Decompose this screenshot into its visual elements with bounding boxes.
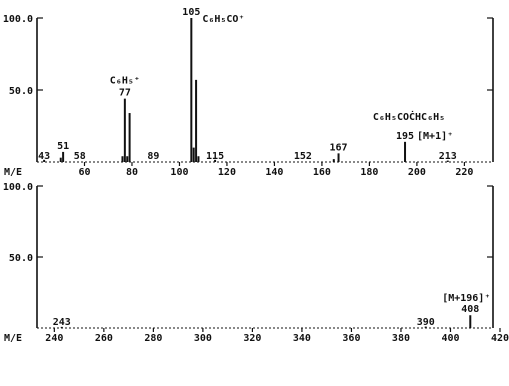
ion-annotation: C₆H₅CO⁺ <box>202 14 244 25</box>
axis-title: M/E <box>4 167 22 178</box>
mz-label: 51 <box>57 141 69 152</box>
ion-annotation: C₆H₅COĊHC₆H₅ <box>373 109 445 123</box>
mz-label: 77 <box>119 88 131 99</box>
x-tick-label: 160 <box>313 167 331 178</box>
y-tick-label: 100.0 <box>3 182 33 193</box>
x-tick-label: 180 <box>360 167 378 178</box>
ion-annotation: [M+196]⁺ <box>442 293 490 304</box>
x-tick-label: 240 <box>45 333 63 344</box>
x-tick-label: 400 <box>441 333 459 344</box>
y-tick-label: 50.0 <box>9 86 33 97</box>
mz-label: 89 <box>147 151 159 162</box>
ion-annotation: C₆H₅⁺ <box>110 76 140 87</box>
mz-label: 43 <box>38 151 50 162</box>
mz-label: 195 <box>396 131 414 142</box>
lower-spectrum-panel: 50.0 100.0 240 260 280 300 320 340 360 380 400 420 M… <box>3 182 509 344</box>
x-tick-label: 220 <box>455 167 473 178</box>
x-tick-label: 60 <box>78 167 90 178</box>
x-tick-label: 260 <box>95 333 113 344</box>
mz-label: 408 <box>461 304 479 315</box>
mz-label: 115 <box>206 151 224 162</box>
mz-label: 167 <box>330 142 348 153</box>
x-tick-label: 300 <box>194 333 212 344</box>
y-tick-label: 50.0 <box>9 253 33 264</box>
upper-spectrum-panel: 50.0 100.0 60 80 100 120 140 160 180 200 220 M/E 43 5… <box>3 7 494 178</box>
x-tick-label: 360 <box>342 333 360 344</box>
x-tick-label: 320 <box>243 333 261 344</box>
x-tick-label: 340 <box>293 333 311 344</box>
mz-label: 243 <box>53 317 71 328</box>
axis-title: M/E <box>4 333 22 344</box>
x-tick-label: 280 <box>144 333 162 344</box>
x-tick-label: 140 <box>265 167 283 178</box>
ion-annotation: [M+1]⁺ <box>417 131 453 142</box>
mz-label: 213 <box>439 151 457 162</box>
x-tick-label: 420 <box>491 333 509 344</box>
x-tick-label: 100 <box>170 167 188 178</box>
x-tick-label: 380 <box>392 333 410 344</box>
x-tick-label: 120 <box>218 167 236 178</box>
x-tick-label: 80 <box>126 167 138 178</box>
mz-label: 105 <box>182 7 200 18</box>
mz-label: 390 <box>417 317 435 328</box>
mz-label: 152 <box>294 151 312 162</box>
mz-label: 58 <box>74 151 86 162</box>
y-tick-label: 100.0 <box>3 14 33 25</box>
x-tick-label: 200 <box>408 167 426 178</box>
